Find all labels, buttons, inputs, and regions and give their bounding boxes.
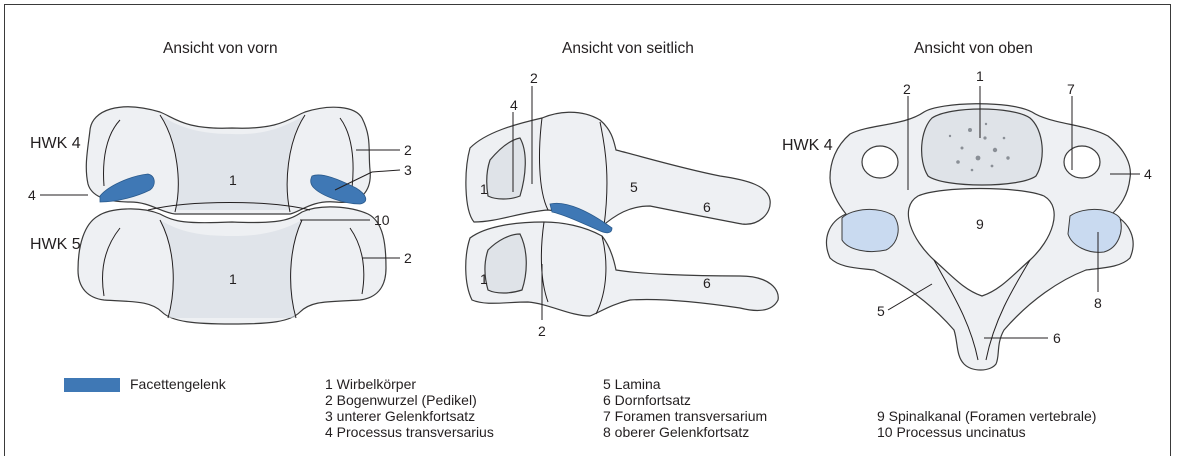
top-marker-7: 7: [1067, 81, 1075, 97]
side-marker-1-upper: 1: [480, 181, 488, 197]
legend-item: 5 Lamina: [603, 376, 767, 392]
side-marker-2-upper: 2: [530, 70, 538, 86]
side-marker-2-lower: 2: [538, 323, 546, 339]
top-foramen-left: [862, 146, 898, 178]
side-marker-6-lower: 6: [703, 275, 711, 291]
legend-item: 3 unterer Gelenkfortsatz: [325, 408, 494, 424]
top-marker-6: 6: [1053, 330, 1061, 346]
top-marker-8: 8: [1094, 295, 1102, 311]
legend-item: 10 Processus uncinatus: [877, 424, 1096, 440]
top-marker-9: 9: [976, 216, 984, 232]
top-marker-2: 2: [903, 81, 911, 97]
top-view-title: Ansicht von oben: [914, 40, 1033, 57]
top-marker-1: 1: [976, 68, 984, 84]
top-articular-left: [842, 209, 898, 251]
front-marker-2-upper: 2: [404, 142, 412, 158]
front-marker-2-lower: 2: [404, 250, 412, 266]
legend-item: 2 Bogenwurzel (Pedikel): [325, 392, 494, 408]
facet-joint-label: Facettengelenk: [130, 376, 226, 392]
top-view: 1 2 7 4 9 5 8 6 HWK 4: [782, 68, 1152, 370]
legend-item: 9 Spinalkanal (Foramen vertebrale): [877, 408, 1096, 424]
legend-item: 1 Wirbelkörper: [325, 376, 494, 392]
facet-joint-swatch: [64, 378, 120, 392]
top-marker-5: 5: [877, 303, 885, 319]
facet-joint-legend-label: Facettengelenk: [130, 376, 226, 392]
legend-item: 8 oberer Gelenkfortsatz: [603, 424, 767, 440]
legend-item: 4 Processus transversarius: [325, 424, 494, 440]
top-vertebral-body: [922, 109, 1043, 185]
legend-item: 6 Dornfortsatz: [603, 392, 767, 408]
top-hwk4-label: HWK 4: [782, 137, 833, 154]
legend-item: 7 Foramen transversarium: [603, 408, 767, 424]
front-marker-4: 4: [28, 187, 36, 203]
side-marker-1-lower: 1: [480, 271, 488, 287]
hwk5-label: HWK 5: [30, 236, 81, 253]
hwk4-label: HWK 4: [30, 135, 81, 152]
legend-column-3: 9 Spinalkanal (Foramen vertebrale) 10 Pr…: [877, 408, 1096, 440]
legend-column-2: 5 Lamina 6 Dornfortsatz 7 Foramen transv…: [603, 376, 767, 440]
top-foramen-right: [1064, 146, 1100, 178]
side-marker-5: 5: [630, 179, 638, 195]
front-marker-1-upper: 1: [229, 172, 237, 188]
front-marker-3: 3: [404, 162, 412, 178]
top-marker-4: 4: [1144, 166, 1152, 182]
legend-column-1: 1 Wirbelkörper 2 Bogenwurzel (Pedikel) 3…: [325, 376, 494, 440]
side-marker-4: 4: [510, 97, 518, 113]
front-marker-10: 10: [374, 212, 390, 228]
front-view: 1 2 3 4 1 2 10 HWK 4 HWK 5: [28, 107, 412, 324]
front-marker-1-lower: 1: [229, 271, 237, 287]
side-view-title: Ansicht von seitlich: [562, 40, 694, 57]
front-view-title: Ansicht von vorn: [163, 40, 278, 57]
side-marker-6-upper: 6: [703, 199, 711, 215]
side-view: 4 2 1 5 6 1 6 2: [466, 70, 779, 339]
